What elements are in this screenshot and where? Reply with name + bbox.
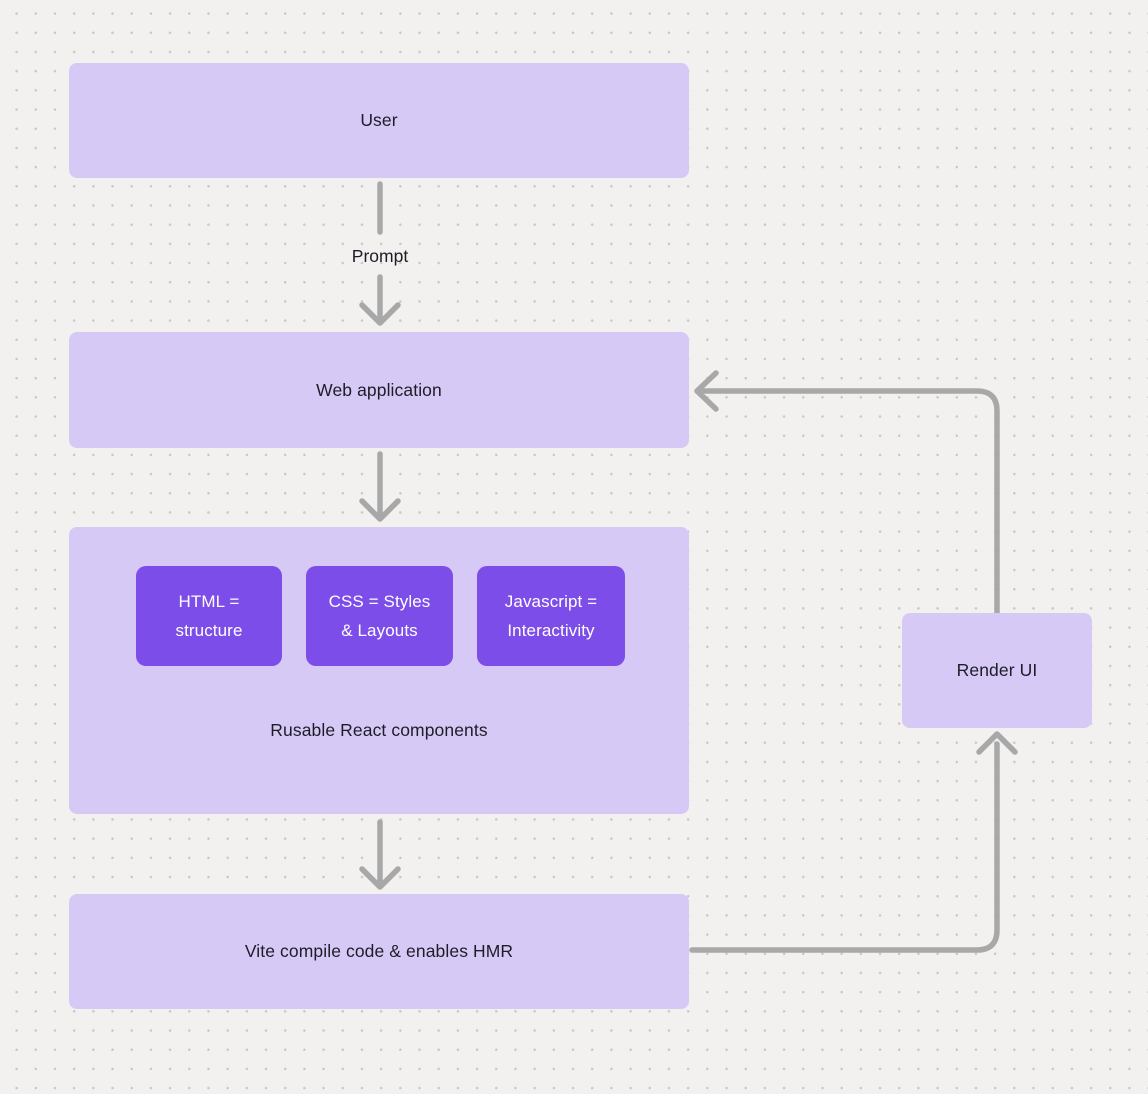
chip-javascript[interactable]: Javascript = Interactivity: [477, 566, 625, 666]
node-user[interactable]: User: [69, 63, 689, 178]
node-vite[interactable]: Vite compile code & enables HMR: [69, 894, 689, 1009]
edge-label-prompt: Prompt: [351, 246, 409, 266]
chip-css-line2: & Layouts: [341, 621, 418, 640]
arrow-prompt-to-webapp: [359, 274, 401, 326]
arrow-webapp-to-components: [359, 451, 401, 522]
chip-html[interactable]: HTML = structure: [136, 566, 282, 666]
node-web-application[interactable]: Web application: [69, 332, 689, 448]
arrow-vite-to-renderui: [689, 731, 1018, 953]
node-web-application-label: Web application: [316, 379, 442, 400]
node-render-ui-label: Render UI: [956, 660, 1038, 680]
node-user-label: User: [360, 110, 398, 130]
chip-css-line1: CSS = Styles: [328, 592, 431, 611]
chip-html-line2: structure: [175, 621, 243, 640]
arrow-renderui-to-webapp: [694, 370, 1000, 616]
node-vite-label: Vite compile code & enables HMR: [244, 941, 514, 961]
arrow-components-to-vite: [359, 819, 401, 890]
chip-javascript-line2: Interactivity: [507, 621, 595, 640]
chip-javascript-line1: Javascript =: [504, 592, 598, 611]
node-components-group[interactable]: HTML = structure CSS = Styles & Layouts …: [69, 527, 689, 814]
chip-css[interactable]: CSS = Styles & Layouts: [306, 566, 453, 666]
components-group-caption: Rusable React components: [270, 720, 488, 740]
node-render-ui[interactable]: Render UI: [902, 613, 1092, 728]
chip-html-line1: HTML =: [178, 592, 240, 611]
